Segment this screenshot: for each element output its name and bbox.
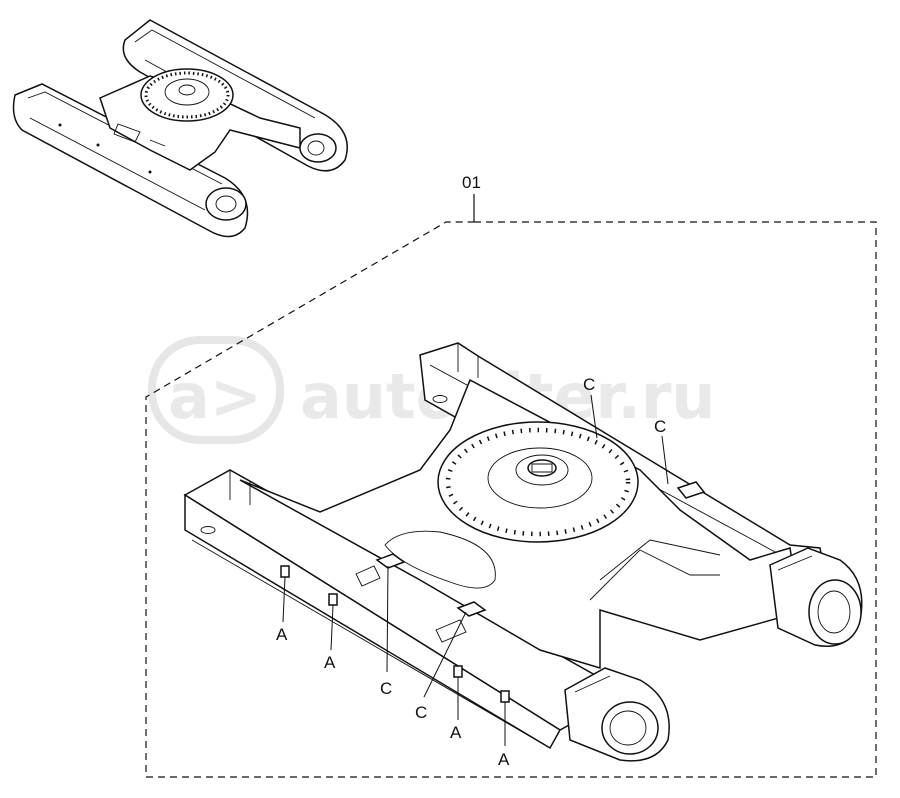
callout-c-plate-right: C bbox=[415, 703, 427, 722]
detail-boundary bbox=[145, 221, 877, 778]
callout-c-plate-left: C bbox=[380, 679, 392, 698]
callout-c-bearing: C bbox=[583, 375, 595, 394]
callout-assembly-01: 01 bbox=[462, 173, 481, 192]
callout-a-fourth: A bbox=[498, 750, 510, 769]
undercarriage-frame-overview-icon bbox=[12, 19, 348, 238]
track-frame-detail-icon bbox=[183, 342, 863, 762]
leader-lines bbox=[282, 394, 669, 746]
watermark-logo-mark: a> bbox=[168, 360, 262, 433]
callout-a-first: A bbox=[276, 625, 288, 644]
callout-a-third: A bbox=[450, 723, 462, 742]
callout-a-second: A bbox=[324, 653, 336, 672]
callout-c-rail: C bbox=[654, 417, 666, 436]
